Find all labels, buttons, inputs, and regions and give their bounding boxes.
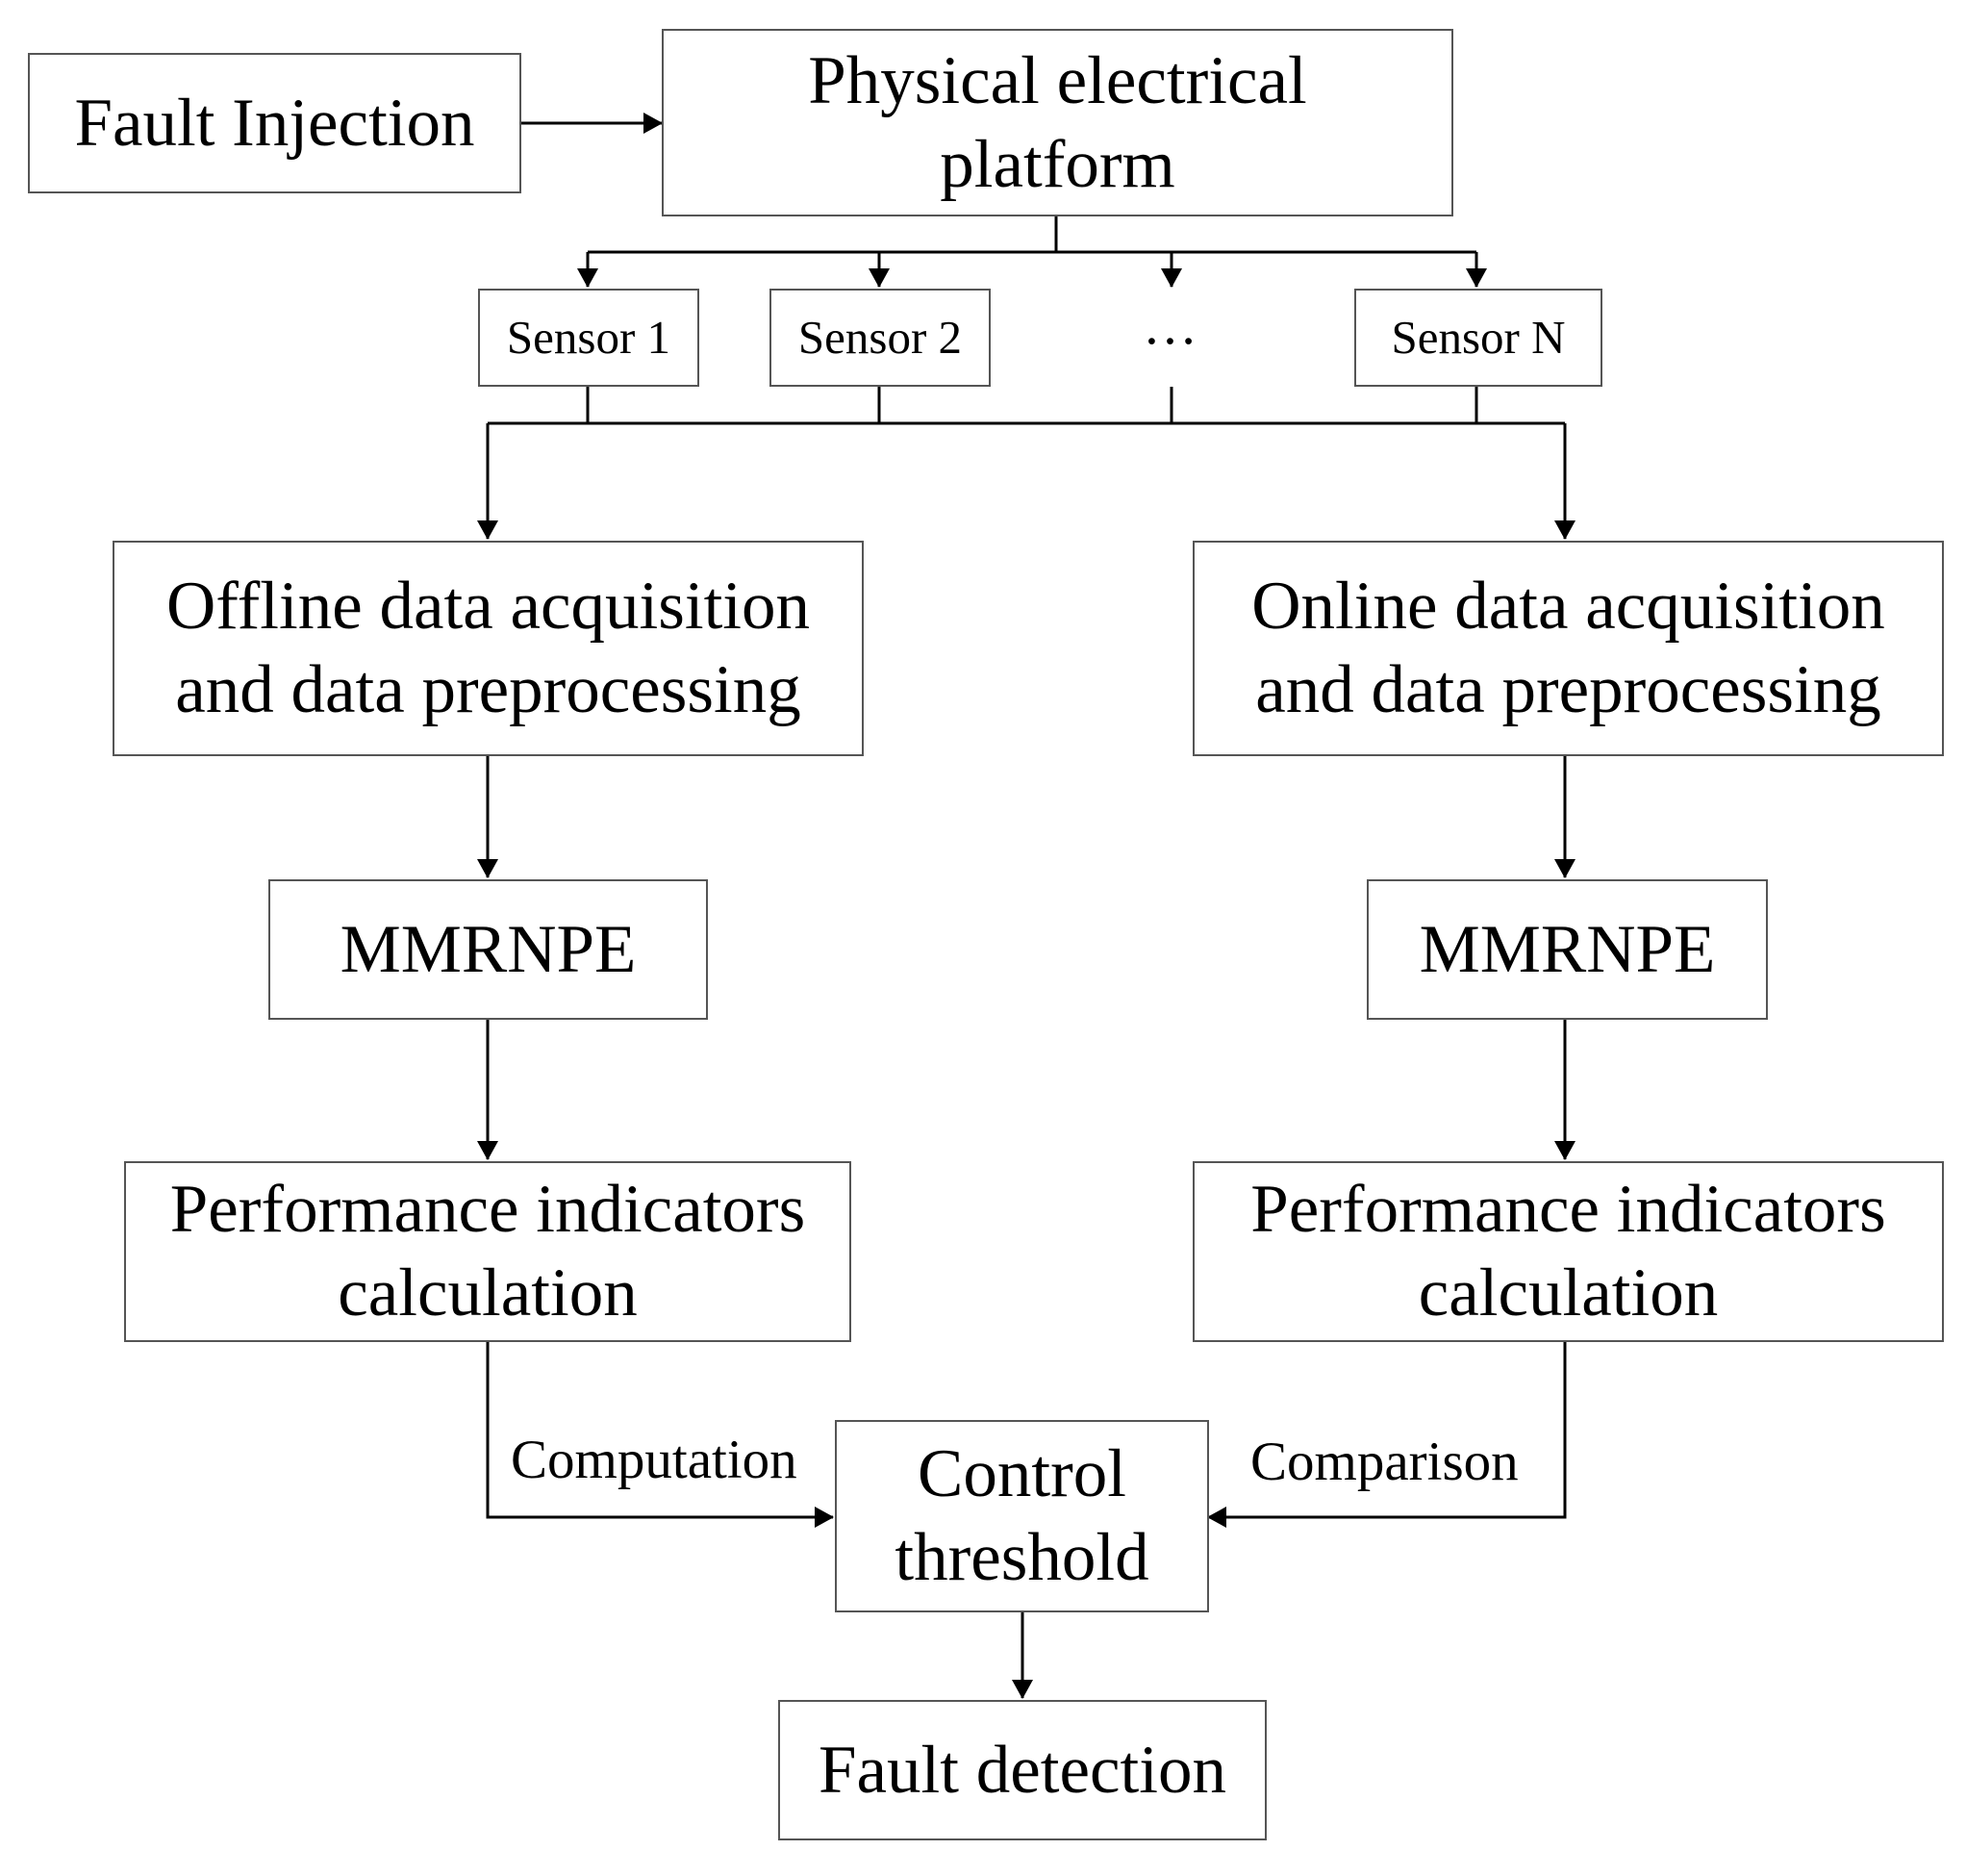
offline-acquisition-line2: and data preprocessing xyxy=(175,652,801,727)
fault-detection-box: Fault detection xyxy=(778,1700,1267,1840)
sensor-2-box: Sensor 2 xyxy=(769,289,991,387)
fault-detection-label: Fault detection xyxy=(819,1732,1226,1808)
offline-mmrnpe-label: MMRNPE xyxy=(340,911,637,987)
platform-label-line1: Physical electrical xyxy=(808,42,1307,118)
offline-indicators-line2: calculation xyxy=(338,1255,638,1331)
sensor-1-label: Sensor 1 xyxy=(506,311,671,365)
online-indicators-line2: calculation xyxy=(1418,1255,1719,1331)
sensor-ellipsis: … xyxy=(1143,295,1197,356)
control-threshold-box: Control threshold xyxy=(835,1420,1209,1612)
online-indicators-box: Performance indicators calculation xyxy=(1193,1161,1944,1342)
fault-injection-label: Fault Injection xyxy=(74,85,475,161)
arrow-offline-indicators-to-threshold xyxy=(486,1342,834,1528)
online-indicators-line1: Performance indicators xyxy=(1250,1172,1886,1248)
fault-injection-box: Fault Injection xyxy=(28,53,521,193)
platform-box: Physical electrical platform xyxy=(662,29,1453,216)
online-acquisition-line1: Online data acquisition xyxy=(1251,569,1885,645)
arrow-online-indicators-to-threshold xyxy=(1207,1342,1567,1528)
online-mmrnpe-label: MMRNPE xyxy=(1419,911,1716,987)
comparison-label: Comparison xyxy=(1250,1432,1519,1492)
sensor-n-label: Sensor N xyxy=(1391,311,1566,365)
online-acquisition-line2: and data preprocessing xyxy=(1255,652,1881,727)
platform-label-line2: platform xyxy=(940,126,1175,202)
offline-acquisition-box: Offline data acquisition and data prepro… xyxy=(113,541,864,756)
control-threshold-line1: Control xyxy=(918,1436,1126,1512)
sensor-n-box: Sensor N xyxy=(1354,289,1602,387)
control-threshold-line2: threshold xyxy=(895,1520,1149,1595)
offline-acquisition-line1: Offline data acquisition xyxy=(165,569,811,645)
sensor-2-label: Sensor 2 xyxy=(797,311,963,365)
online-acquisition-box: Online data acquisition and data preproc… xyxy=(1193,541,1944,756)
online-mmrnpe-box: MMRNPE xyxy=(1367,879,1768,1020)
offline-indicators-line1: Performance indicators xyxy=(169,1172,806,1248)
offline-indicators-box: Performance indicators calculation xyxy=(124,1161,851,1342)
offline-mmrnpe-box: MMRNPE xyxy=(268,879,708,1020)
computation-label: Computation xyxy=(511,1430,797,1490)
sensor-1-box: Sensor 1 xyxy=(478,289,699,387)
